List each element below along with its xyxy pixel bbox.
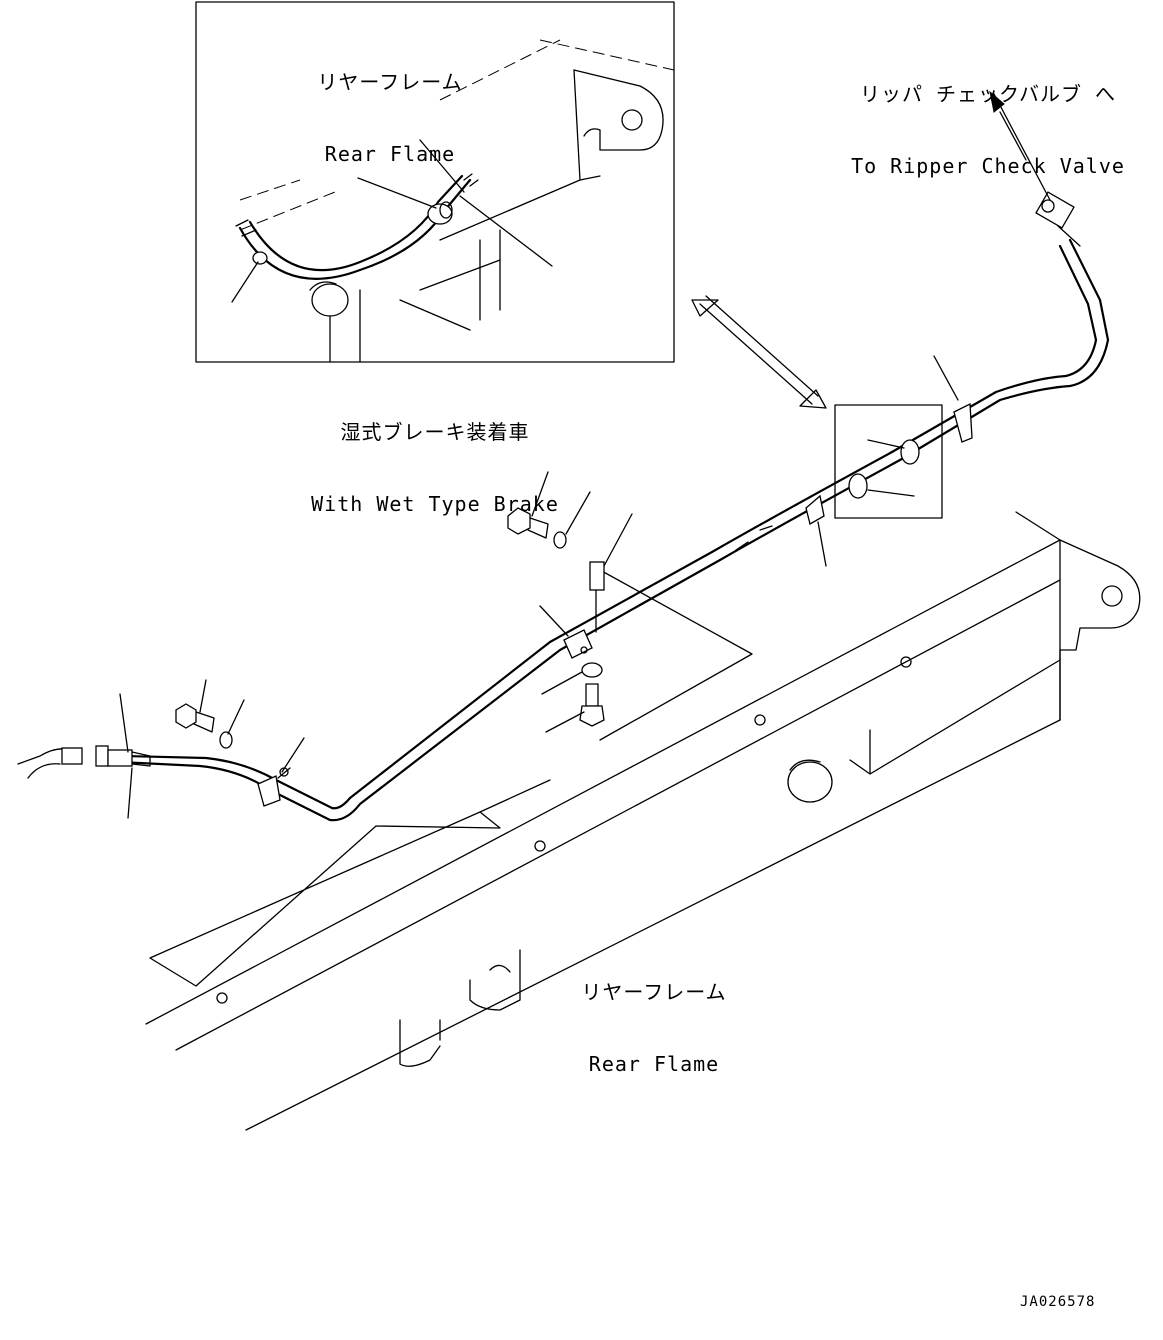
bolt-left xyxy=(175,703,233,749)
inset-caption: 湿式ブレーキ装着車 With Wet Type Brake xyxy=(300,372,570,540)
destination-arrow xyxy=(989,90,1051,201)
main-frame-label: リヤーフレーム Rear Flame xyxy=(564,932,744,1100)
inset-rear-frame xyxy=(239,39,675,363)
bolt-middle-bottom xyxy=(579,662,605,727)
reference-arrow xyxy=(691,295,827,409)
inset-hoses xyxy=(235,173,479,280)
destination-label: リッパ チェックバルブ へ To Ripper Check Valve xyxy=(848,34,1128,202)
inset-frame-label-jp: リヤーフレーム xyxy=(317,70,463,94)
detail-box xyxy=(834,404,943,519)
clamp-middle xyxy=(563,561,605,659)
leader-lines xyxy=(119,111,1027,819)
inset-detail xyxy=(195,1,675,363)
inset-frame-label-en: Rear Flame xyxy=(324,142,456,166)
inset-leaders xyxy=(231,139,553,303)
drawing-code: JA026578 xyxy=(1020,1294,1096,1310)
inset-caption-jp: 湿式ブレーキ装着車 xyxy=(340,420,530,444)
bolt-middle-top xyxy=(507,507,567,549)
main-frame-label-jp: リヤーフレーム xyxy=(581,980,727,1004)
destination-label-en: To Ripper Check Valve xyxy=(851,154,1125,178)
clamp-right-detail xyxy=(805,402,973,525)
destination-label-jp: リッパ チェックバルブ へ xyxy=(859,82,1117,106)
inset-border xyxy=(195,1,675,363)
inset-frame-label: リヤーフレーム Rear Flame xyxy=(300,22,480,190)
main-frame-label-en: Rear Flame xyxy=(588,1052,720,1076)
main-rear-frame xyxy=(145,511,1141,1131)
inset-caption-en: With Wet Type Brake xyxy=(311,492,559,516)
